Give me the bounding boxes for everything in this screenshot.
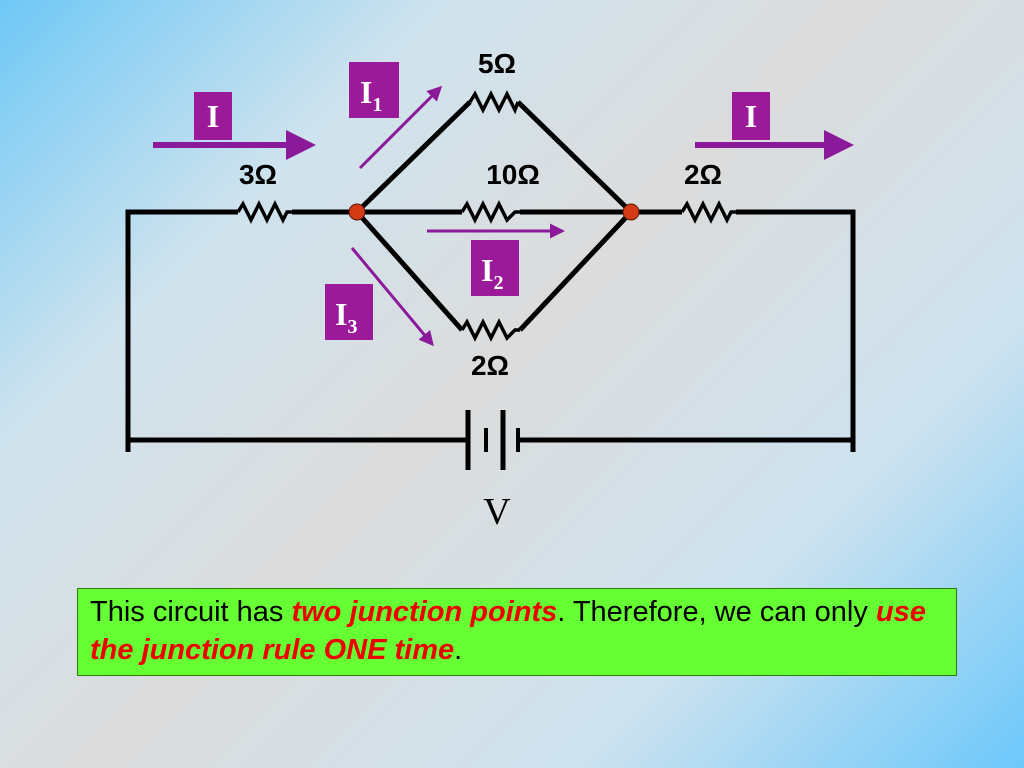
current-label-i3-box <box>325 284 373 340</box>
bottom-branch-right <box>518 210 633 332</box>
current-label-output-text: I <box>745 98 757 134</box>
current-label-i2: I2 <box>471 240 519 296</box>
note-highlight-junction-rule: use the junction rule ONE time <box>90 596 926 666</box>
resistor-3-ohm <box>236 200 292 224</box>
current-label-input: I <box>194 92 232 140</box>
circuit-wires <box>125 100 856 452</box>
battery-symbol <box>465 410 520 470</box>
junction-left <box>348 203 366 221</box>
current-label-i1-sub: 1 <box>372 94 382 116</box>
current-label-i1: I1 <box>349 62 399 118</box>
outer-right-wire <box>736 209 856 452</box>
resistor-label-left: 3Ω <box>239 159 277 190</box>
current-arrows <box>153 85 854 347</box>
current-label-i2-sub: 2 <box>493 272 503 294</box>
resistor-label-middle: 10Ω <box>486 159 540 190</box>
top-branch-left <box>355 100 472 214</box>
current-label-i1-box <box>349 62 399 118</box>
resistor-symbols <box>236 90 736 342</box>
note-text-3: . <box>454 634 463 666</box>
junction-right <box>622 203 640 221</box>
i1-current-arrow <box>358 85 443 170</box>
note-highlight-junction-points: two junction points <box>291 596 558 628</box>
i3-current-arrow <box>350 247 434 347</box>
current-label-i1-text: I1 <box>360 74 382 116</box>
current-label-input-box <box>194 92 232 140</box>
current-label-i2-base: I <box>481 252 493 288</box>
current-label-i3: I3 <box>325 284 373 340</box>
resistor-label-bottom: 2Ω <box>471 350 509 381</box>
current-label-i2-text: I2 <box>481 252 503 294</box>
resistor-bottom-2-ohm <box>460 318 520 342</box>
outer-left-wire <box>125 209 238 452</box>
note-text-1: This circuit has <box>90 596 292 628</box>
current-label-i3-base: I <box>335 296 347 332</box>
battery-label: V <box>483 491 511 533</box>
current-label-i3-text: I3 <box>335 296 357 338</box>
note-text-2: . Therefore, we can only <box>557 596 876 628</box>
current-label-output: I <box>732 92 770 140</box>
current-label-input-text: I <box>207 98 219 134</box>
current-label-output-box <box>732 92 770 140</box>
current-label-i1-base: I <box>360 74 372 110</box>
resistor-label-right: 2Ω <box>684 159 722 190</box>
bottom-branch-left <box>355 210 464 332</box>
current-label-i2-box <box>471 240 519 296</box>
current-label-i3-sub: 3 <box>347 316 357 338</box>
explanation-note: This circuit has two junction points. Th… <box>77 588 957 676</box>
top-branch-right <box>516 100 633 214</box>
resistor-10-ohm <box>460 200 520 224</box>
resistor-right-2-ohm <box>680 200 736 224</box>
resistor-label-top: 5Ω <box>478 48 516 79</box>
resistor-5-ohm <box>468 90 520 115</box>
